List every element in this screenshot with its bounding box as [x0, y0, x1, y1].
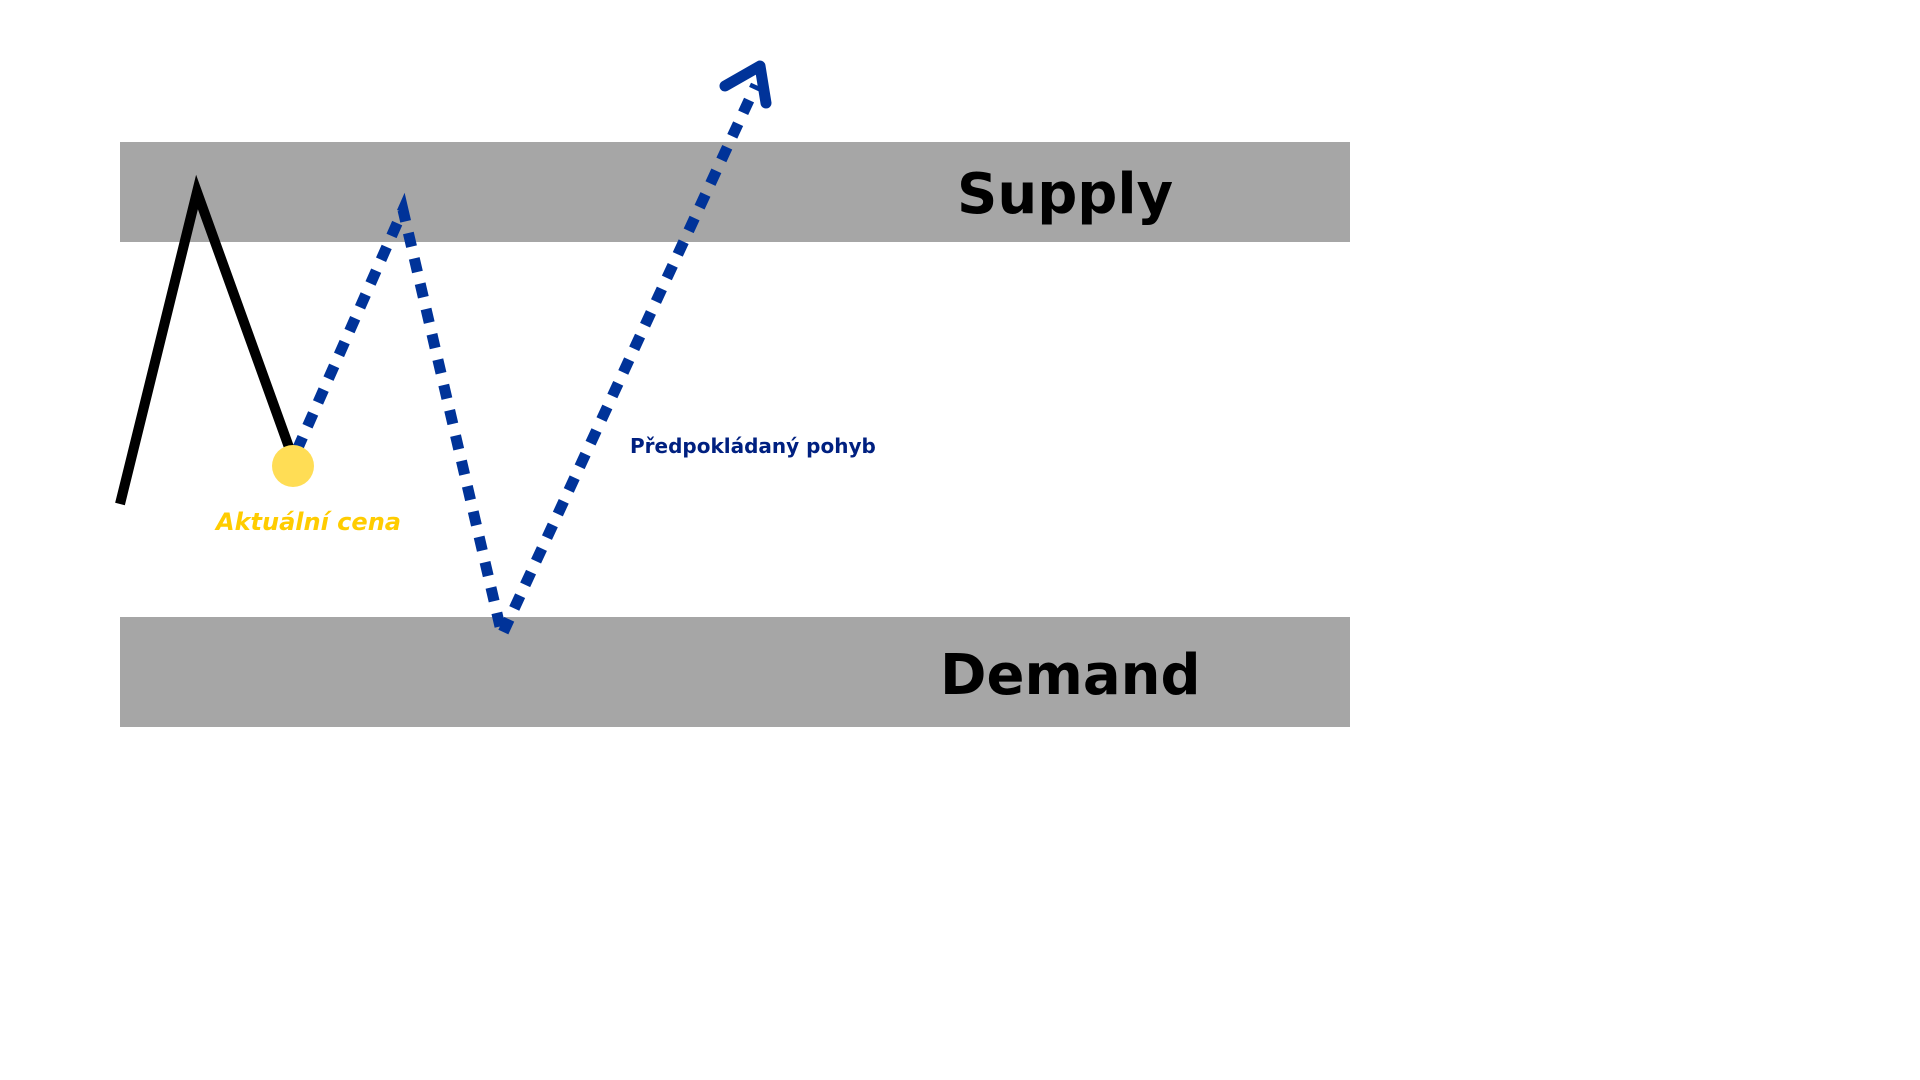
- demand-zone: [120, 617, 1350, 727]
- current-price-dot: [272, 445, 314, 487]
- supply-zone: [120, 142, 1350, 242]
- price-history-line: [115, 174, 295, 506]
- supply-label: Supply: [957, 162, 1173, 227]
- arrowhead-icon: [719, 60, 772, 109]
- current-price-label: Aktuální cena: [214, 508, 401, 536]
- expected-move-path: [291, 82, 761, 652]
- demand-label: Demand: [940, 643, 1201, 708]
- expected-move-label: Předpokládaný pohyb: [630, 434, 876, 458]
